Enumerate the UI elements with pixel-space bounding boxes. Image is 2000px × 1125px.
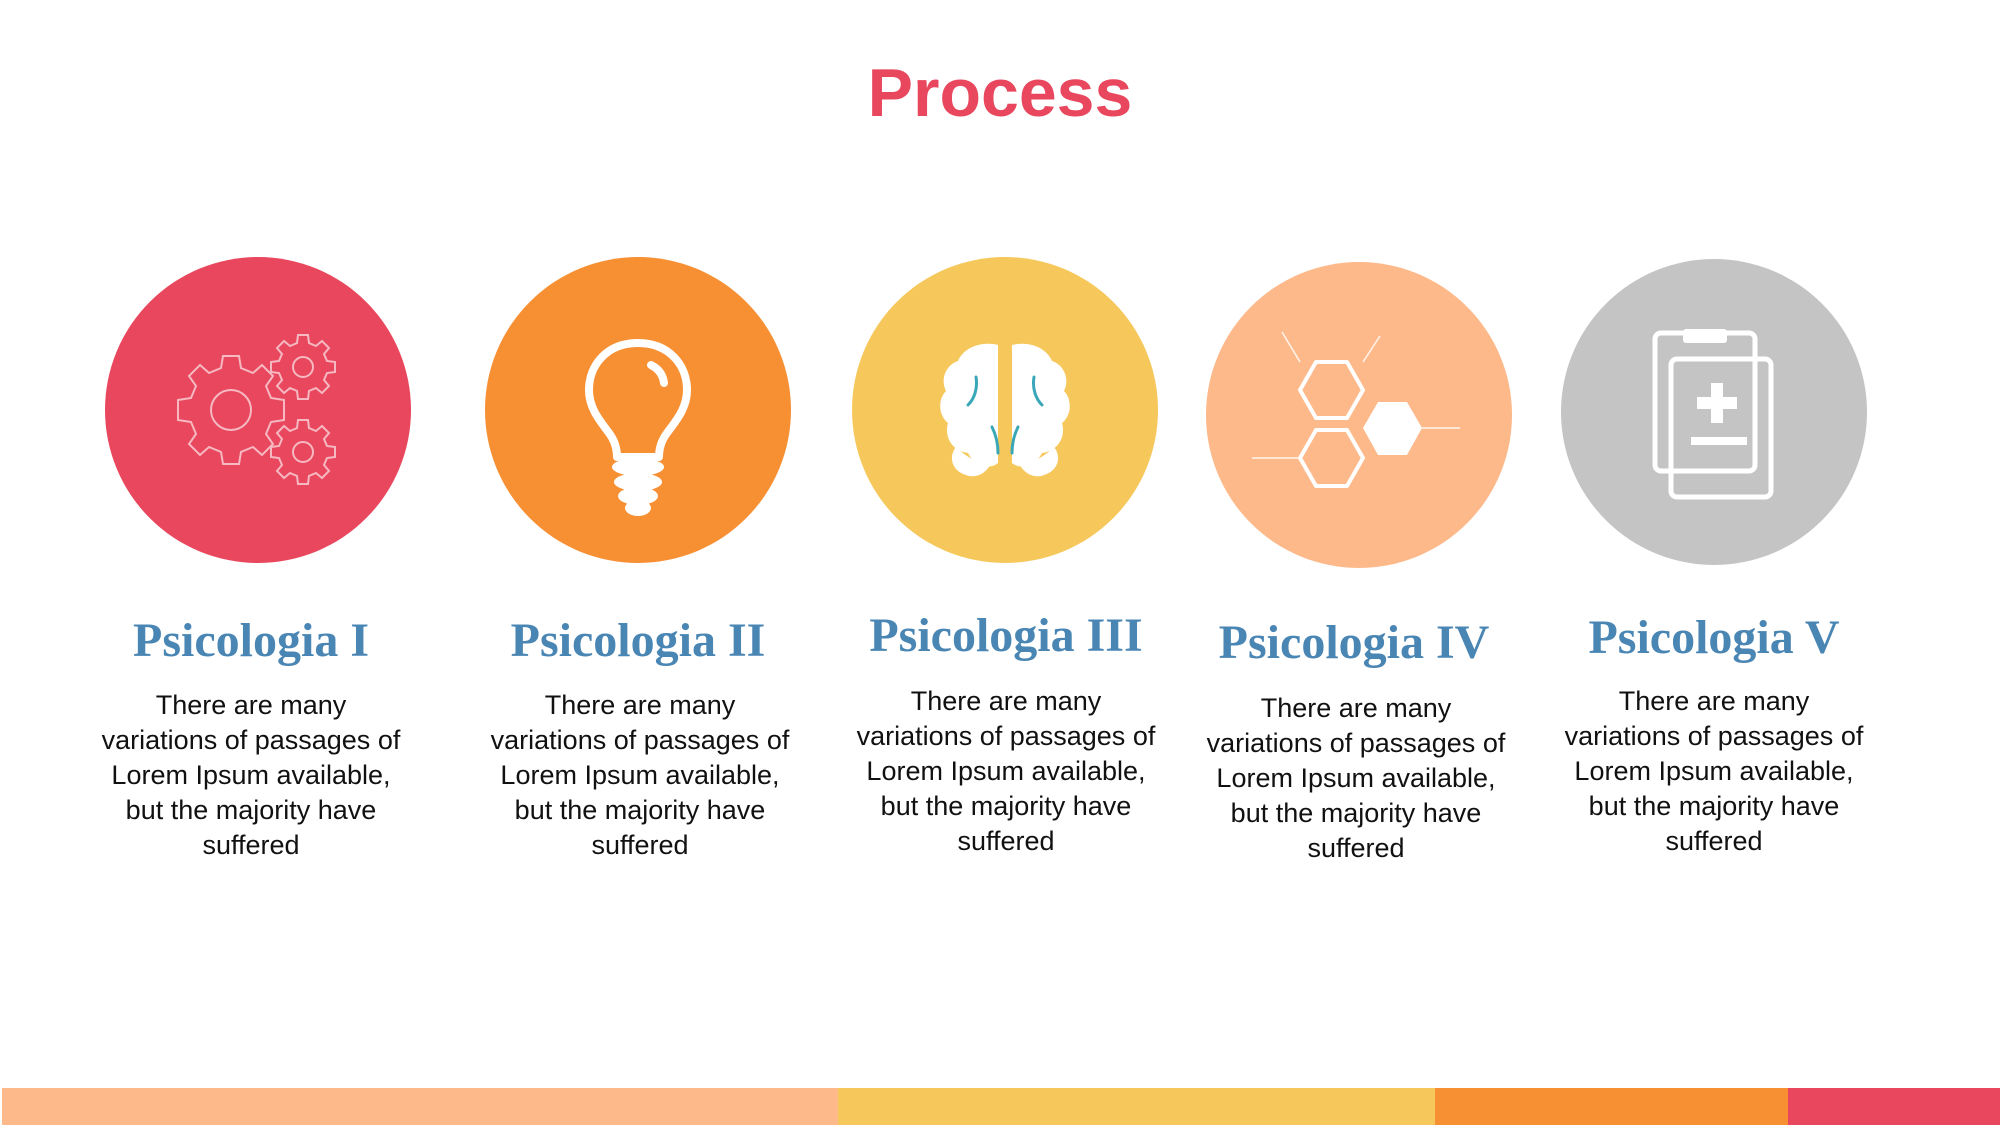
footer-bar-segment-4	[1788, 1088, 2000, 1125]
step-1-heading: Psicologia I	[133, 614, 369, 667]
step-4-description: There are many variations of passages of…	[1206, 693, 1506, 863]
step-4-heading: Psicologia IV	[1218, 616, 1490, 669]
hexagons-icon	[1252, 331, 1460, 488]
gears-icon	[177, 334, 336, 485]
footer-bar-segment-2	[838, 1088, 1435, 1125]
footer-bar-segment-3	[1435, 1088, 1788, 1125]
step-5-circle	[1561, 259, 1867, 565]
step-1-circle	[105, 257, 411, 563]
lightbulb-icon	[585, 339, 691, 516]
step-2-circle	[485, 257, 791, 563]
step-5-description: There are many variations of passages of…	[1564, 686, 1864, 856]
medical-clipboard-icon	[1652, 329, 1774, 500]
step-2-description: There are many variations of passages of…	[490, 690, 790, 860]
step-3-circle	[852, 257, 1158, 563]
step-3-heading: Psicologia III	[869, 609, 1143, 662]
step-4-circle	[1206, 262, 1512, 568]
step-1-description: There are many variations of passages of…	[101, 690, 401, 860]
step-3-description: There are many variations of passages of…	[856, 686, 1156, 856]
slide-title: Process	[867, 55, 1133, 131]
step-5-heading: Psicologia V	[1588, 611, 1840, 664]
brain-icon	[940, 343, 1070, 477]
footer-bar-segment-1	[2, 1088, 838, 1125]
step-2-heading: Psicologia II	[510, 614, 766, 667]
